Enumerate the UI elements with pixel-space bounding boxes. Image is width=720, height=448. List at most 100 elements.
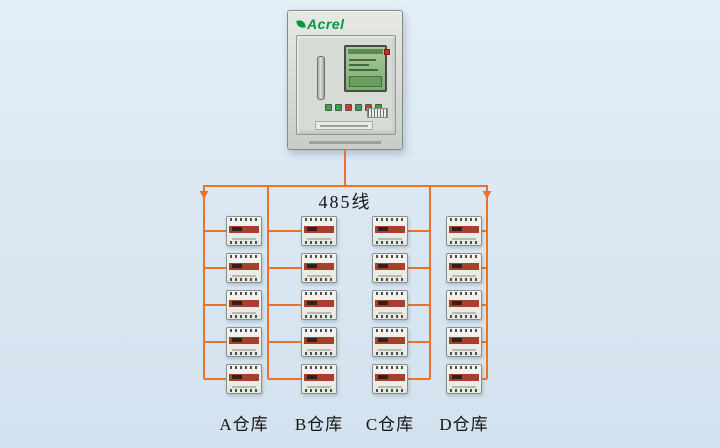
device-display <box>232 338 242 342</box>
terminal-strip <box>230 389 258 392</box>
device-label-line <box>452 349 476 351</box>
indicator-light <box>384 49 390 55</box>
device-label-line <box>452 275 476 277</box>
cabinet-door <box>296 35 396 135</box>
meter-device <box>226 253 262 283</box>
terminal-strip <box>230 366 258 369</box>
device-display <box>452 227 462 231</box>
device-display <box>452 301 462 305</box>
meter-device <box>226 327 262 357</box>
terminal-strip <box>450 389 478 392</box>
acrel-logo: Acrel <box>296 16 345 32</box>
manufacturer-text <box>309 141 381 144</box>
meter-device <box>446 253 482 283</box>
terminal-strip <box>305 255 333 258</box>
screen-text-line <box>349 64 369 66</box>
terminal-strip <box>450 278 478 281</box>
terminal-strip <box>450 292 478 295</box>
screen-header-bar <box>348 49 383 54</box>
meter-device <box>301 253 337 283</box>
terminal-strip <box>376 315 404 318</box>
device-display <box>307 338 317 342</box>
meter-device <box>301 216 337 246</box>
device-display-band <box>449 300 479 307</box>
terminal-strip <box>230 329 258 332</box>
device-display <box>378 227 388 231</box>
indicator-tube <box>317 56 325 100</box>
device-display-band <box>229 263 259 270</box>
device-display <box>378 301 388 305</box>
meter-device <box>372 364 408 394</box>
barcode-label <box>367 108 388 118</box>
terminal-strip <box>450 241 478 244</box>
warehouse-label: A仓库 <box>219 415 269 434</box>
device-label-line <box>452 238 476 240</box>
terminal-strip <box>230 352 258 355</box>
terminal-strip <box>376 241 404 244</box>
terminal-strip <box>305 352 333 355</box>
terminal-strip <box>450 255 478 258</box>
terminal-strip <box>376 329 404 332</box>
device-display-band <box>449 226 479 233</box>
bus-end-arrow-left <box>199 191 209 199</box>
brand-text: Acrel <box>307 16 345 32</box>
terminal-strip <box>305 218 333 221</box>
meter-device <box>226 364 262 394</box>
lcd-screen <box>344 45 387 92</box>
device-display-band <box>375 300 405 307</box>
warehouse-label: C仓库 <box>365 415 415 434</box>
terminal-strip <box>376 255 404 258</box>
terminal-strip <box>450 329 478 332</box>
terminal-strip <box>376 278 404 281</box>
panel-button <box>325 104 332 111</box>
device-display-band <box>304 300 334 307</box>
terminal-strip <box>376 292 404 295</box>
terminal-strip <box>376 389 404 392</box>
device-display <box>232 375 242 379</box>
device-display <box>452 264 462 268</box>
device-display <box>452 375 462 379</box>
device-display <box>452 338 462 342</box>
device-label-line <box>307 349 331 351</box>
terminal-strip <box>230 315 258 318</box>
device-label-line <box>378 312 402 314</box>
meter-device <box>301 327 337 357</box>
meter-device <box>446 290 482 320</box>
device-display-band <box>449 263 479 270</box>
device-display <box>307 227 317 231</box>
device-display-band <box>449 337 479 344</box>
screen-plot-area <box>349 76 382 87</box>
device-display <box>378 338 388 342</box>
device-display-band <box>229 374 259 381</box>
panel-button <box>335 104 342 111</box>
terminal-strip <box>305 241 333 244</box>
control-cabinet: Acrel <box>287 10 403 150</box>
device-display-band <box>229 337 259 344</box>
device-display <box>307 301 317 305</box>
meter-device <box>372 216 408 246</box>
device-display-band <box>449 374 479 381</box>
device-label-line <box>378 386 402 388</box>
device-display <box>307 375 317 379</box>
terminal-strip <box>450 352 478 355</box>
device-display <box>232 264 242 268</box>
device-label-line <box>452 386 476 388</box>
terminal-strip <box>305 329 333 332</box>
device-label-line <box>307 275 331 277</box>
device-display <box>232 227 242 231</box>
meter-device <box>226 216 262 246</box>
terminal-strip <box>305 292 333 295</box>
device-label-line <box>452 312 476 314</box>
terminal-strip <box>450 218 478 221</box>
device-display <box>378 375 388 379</box>
warehouse-label: D仓库 <box>439 415 489 434</box>
device-display-band <box>375 374 405 381</box>
acrel-leaf-icon <box>296 19 306 29</box>
nameplate <box>315 121 373 130</box>
device-label-line <box>307 386 331 388</box>
device-label-line <box>232 275 256 277</box>
device-display-band <box>375 263 405 270</box>
device-display-band <box>375 226 405 233</box>
terminal-strip <box>230 292 258 295</box>
button-row <box>325 104 382 111</box>
